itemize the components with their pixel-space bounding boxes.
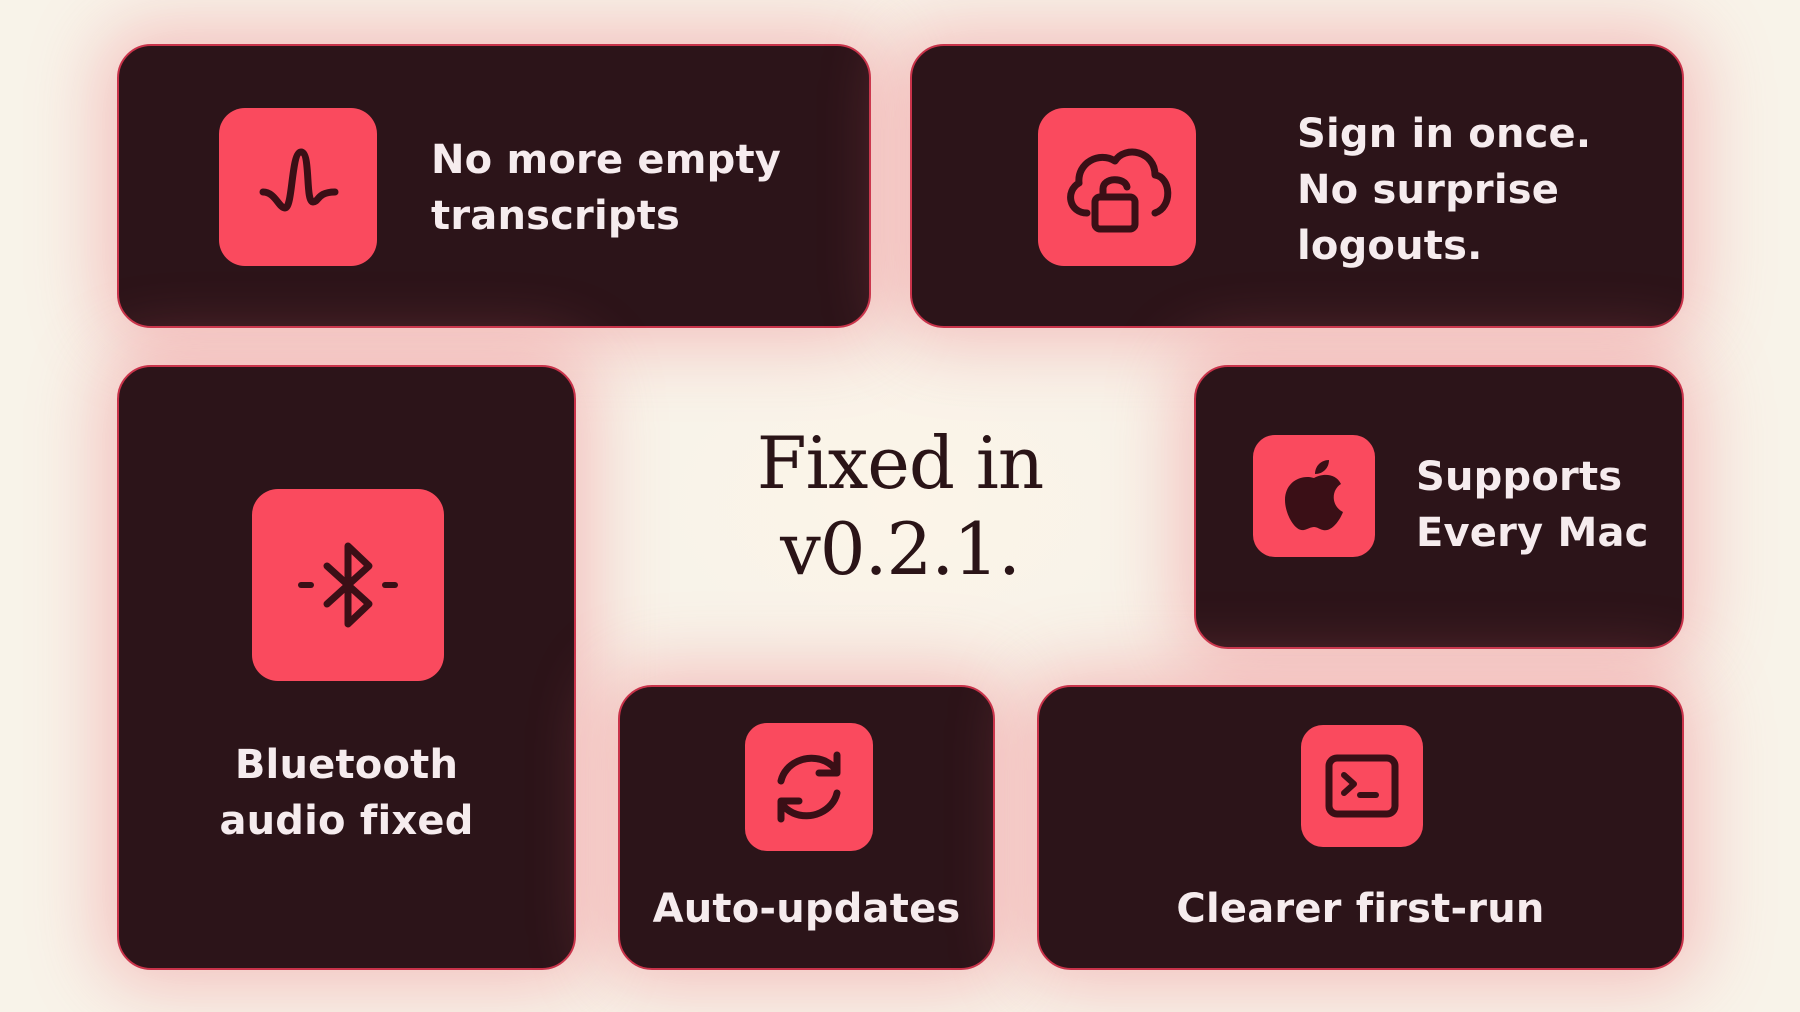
card-bluetooth: Bluetooth audio fixed <box>117 365 576 970</box>
card-firstrun-label: Clearer first-run <box>1039 881 1682 937</box>
terminal-icon <box>1301 725 1423 847</box>
card-mac-line-1: Supports <box>1416 454 1623 500</box>
title-line-1: Fixed in <box>756 421 1045 505</box>
card-autoupdates: Auto-updates <box>618 685 995 970</box>
card-bluetooth-label: Bluetooth audio fixed <box>119 737 574 849</box>
card-signin: Sign in once. No surprise logouts. <box>910 44 1684 328</box>
card-bluetooth-line-1: Bluetooth <box>234 742 459 788</box>
card-signin-label: Sign in once. No surprise logouts. <box>1297 106 1591 274</box>
card-mac-label: Supports Every Mac <box>1416 449 1649 561</box>
card-signin-line-2: No surprise <box>1297 167 1560 213</box>
card-mac-line-2: Every Mac <box>1416 510 1649 556</box>
card-mac: Supports Every Mac <box>1194 365 1684 649</box>
waveform-icon <box>219 108 377 266</box>
page-title: Fixed in v0.2.1. <box>690 420 1110 592</box>
card-transcripts-label: No more empty transcripts <box>431 132 781 244</box>
bluetooth-icon <box>252 489 444 681</box>
apple-icon <box>1253 435 1375 557</box>
title-line-2: v0.2.1. <box>780 507 1021 591</box>
refresh-icon <box>745 723 873 851</box>
card-firstrun: Clearer first-run <box>1037 685 1684 970</box>
card-transcripts-line-2: transcripts <box>431 193 681 239</box>
card-bluetooth-line-2: audio fixed <box>219 798 474 844</box>
card-autoupdates-label: Auto-updates <box>620 881 993 937</box>
card-transcripts: No more empty transcripts <box>117 44 871 328</box>
card-firstrun-line-1: Clearer first-run <box>1176 886 1545 932</box>
card-autoupdates-line-1: Auto-updates <box>652 886 961 932</box>
card-signin-line-1: Sign in once. <box>1297 111 1592 157</box>
cloud-unlock-icon <box>1038 108 1196 266</box>
card-transcripts-line-1: No more empty <box>431 137 782 183</box>
card-signin-line-3: logouts. <box>1297 223 1483 269</box>
